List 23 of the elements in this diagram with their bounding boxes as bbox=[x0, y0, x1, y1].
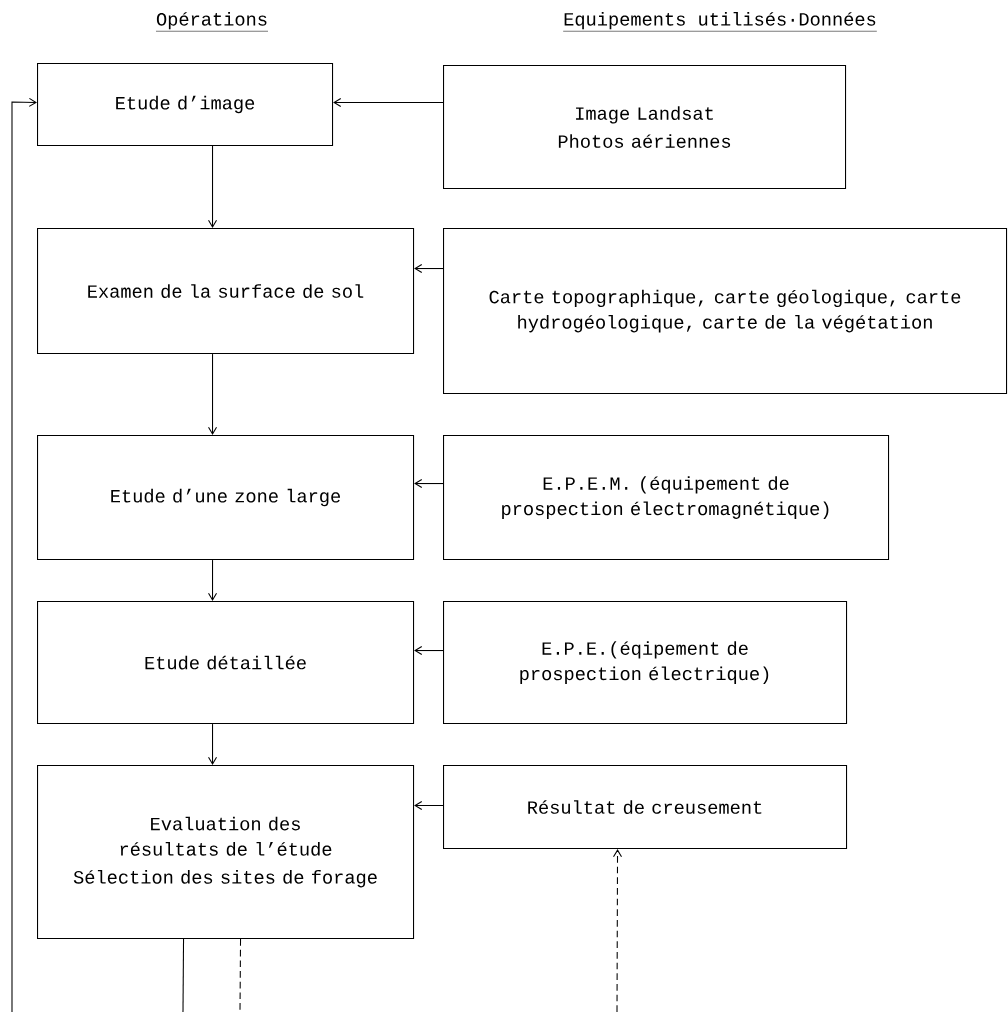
arrow bbox=[208, 353, 218, 435]
column-heading: Equipements utilisés·Données bbox=[562, 11, 878, 32]
process-box: Image Landsat Photos aériennes bbox=[443, 65, 847, 190]
arrow bbox=[208, 145, 218, 228]
arrow bbox=[208, 723, 218, 765]
process-box: E.P.E.M. (équipement de prospection électromagnétique) bbox=[443, 435, 890, 561]
process-box: Etude d’une zone large bbox=[37, 435, 415, 561]
process-box: Evaluation des résultats de l’étude Sélection des sites de forage bbox=[37, 765, 415, 940]
column-heading: Opérations bbox=[155, 11, 269, 32]
process-box: Etude d’image bbox=[37, 63, 334, 147]
arrow bbox=[11, 97, 37, 1012]
arrow bbox=[613, 849, 623, 1012]
arrow bbox=[414, 264, 444, 274]
process-box: Etude détaillée bbox=[37, 601, 415, 725]
arrow bbox=[333, 98, 444, 108]
arrow bbox=[414, 646, 444, 656]
arrow bbox=[414, 801, 444, 811]
process-box: Examen de la surface de sol bbox=[37, 228, 415, 355]
arrow bbox=[208, 559, 218, 601]
process-box: E.P.E.(éqipement de prospection électrique) bbox=[443, 601, 848, 725]
process-box: Carte topographique, carte géologique, carte hydrogéologique, carte de la végétation bbox=[443, 228, 1008, 395]
arrow bbox=[414, 479, 444, 489]
process-box: Résultat de creusement bbox=[443, 765, 848, 850]
